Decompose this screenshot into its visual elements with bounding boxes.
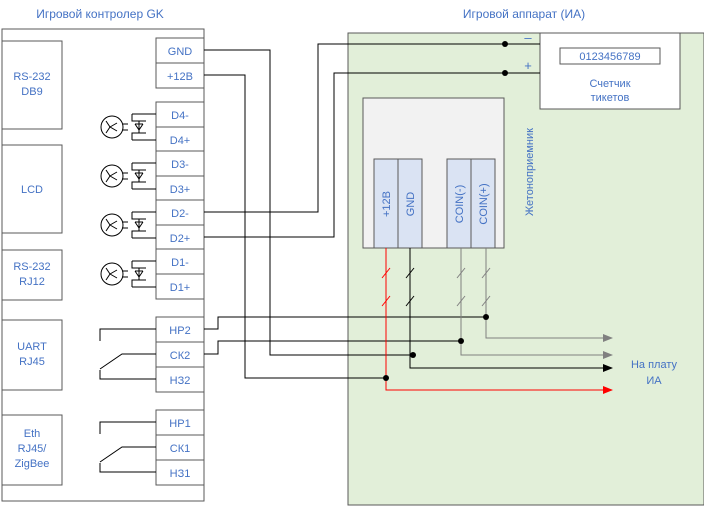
module-uart: UART RJ45 [1, 319, 63, 391]
optocoupler-icon [100, 113, 156, 141]
module-rs232-db9: RS-232 DB9 [1, 40, 63, 130]
machine-title: Игровой аппарат (ИА) [463, 7, 585, 21]
counter-minus-label: – [524, 30, 532, 45]
module-label: Eth [24, 428, 41, 440]
counter-plus-label: + [524, 58, 532, 73]
terminal-label: D3+ [170, 184, 191, 196]
terminal-d1-minus [155, 248, 205, 275]
terminal-hp1 [155, 409, 205, 436]
wire-plus12 [204, 74, 386, 379]
wire-d2 [204, 43, 540, 238]
optocoupler-icon [100, 162, 156, 190]
terminal-label: СК2 [170, 350, 190, 362]
terminal-label: D4- [171, 110, 189, 122]
wire-gray-coin-plus [485, 248, 613, 342]
pin-label: COIN(-) [454, 185, 466, 224]
module-label: RS-232 [13, 71, 50, 83]
destination-label: На плату [631, 359, 678, 371]
pin-coin-minus [446, 158, 472, 249]
relay-contact-icon [99, 421, 156, 473]
terminal-h32 [155, 366, 205, 393]
controller-title: Игровой контролер GK [36, 7, 164, 21]
junction-dots [383, 41, 508, 381]
terminal-label: СК1 [170, 443, 190, 455]
module-label: DB9 [21, 86, 42, 98]
wire-relay [204, 316, 486, 355]
ticket-counter: 0123456789 Счетчик тикетов [539, 32, 681, 110]
optocoupler-icon [100, 260, 156, 288]
counter-display-value: 0123456789 [579, 51, 640, 63]
module-label: ZigBee [15, 458, 50, 470]
optocoupler-icon [100, 211, 156, 239]
module-label: RS-232 [13, 261, 50, 273]
acceptor-title: Жетоноприемник [524, 128, 536, 216]
pin-label: +12В [381, 191, 393, 217]
terminal-label: НЗ2 [170, 375, 191, 387]
terminal-label: D3- [171, 159, 189, 171]
counter-display [559, 47, 661, 65]
terminal-label: D1+ [170, 282, 191, 294]
coin-acceptor: +12В GND COIN(-) COIN(+) [362, 97, 505, 249]
wire-gnd [204, 49, 413, 356]
terminal-label: D4+ [170, 135, 191, 147]
terminal-label: +12В [167, 71, 193, 83]
module-lcd: LCD [1, 144, 63, 234]
counter-label: Счетчик [589, 78, 630, 90]
wire-black-gnd [409, 248, 613, 372]
terminal-label: D2- [171, 208, 189, 220]
terminal-d3-minus [155, 150, 205, 177]
terminal-d4-plus [155, 126, 205, 153]
module-rs232-rj12: RS-232 RJ12 [1, 249, 63, 301]
counter-label: тикетов [591, 92, 630, 104]
break-marks [381, 267, 491, 307]
terminal-ck1 [155, 434, 205, 461]
terminal-h31 [155, 459, 205, 486]
pin-coin-plus [470, 158, 496, 249]
terminal-d1-plus [155, 273, 205, 300]
terminal-d3-plus [155, 175, 205, 202]
wire-gray-coin-minus [460, 248, 613, 359]
terminal-label: НЗ1 [170, 468, 191, 480]
module-label: LCD [21, 184, 43, 196]
destination-label: ИА [646, 375, 662, 387]
pin-label: COIN(+) [478, 183, 490, 224]
wire-red-power [385, 248, 613, 394]
terminal-d2-minus [155, 199, 205, 226]
pin-label: GND [405, 192, 417, 217]
terminal-block [155, 37, 205, 486]
module-eth: Eth RJ45/ ZigBee [1, 414, 63, 486]
relay-contact-icon [99, 328, 156, 380]
terminal-label: НР2 [169, 325, 190, 337]
terminal-label: GND [168, 46, 193, 58]
module-label: RJ12 [19, 276, 45, 288]
module-label: RJ45 [19, 356, 45, 368]
terminal-label: НР1 [169, 418, 190, 430]
module-label: UART [17, 341, 47, 353]
module-label: RJ45/ [18, 443, 48, 455]
terminal-hp2 [155, 316, 205, 343]
terminal-label: D1- [171, 257, 189, 269]
terminal-label: D2+ [170, 233, 191, 245]
